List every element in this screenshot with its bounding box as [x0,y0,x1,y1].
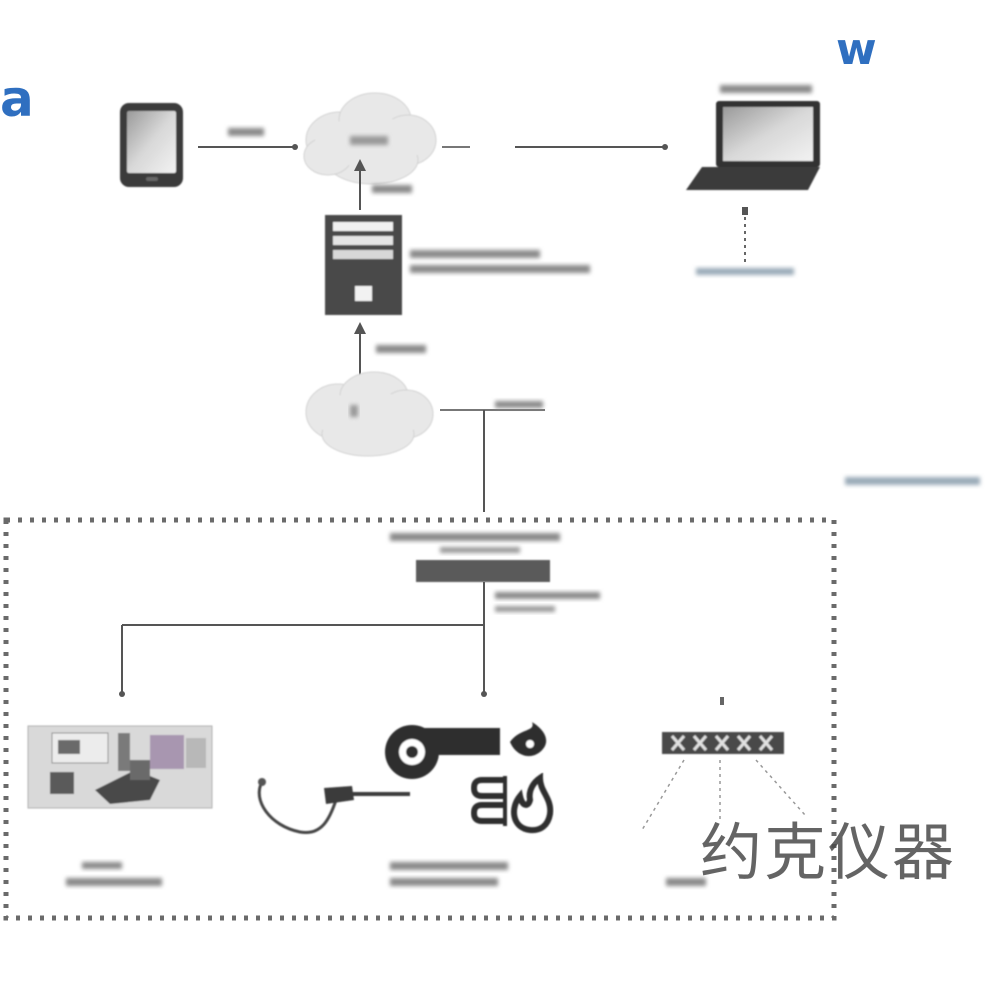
blurred-label [720,85,812,93]
flame-icon [511,772,554,834]
blurred-label [410,265,590,273]
connector-strip-1 [641,759,685,831]
watermark: 约克仪器 [700,816,957,889]
blurred-label [376,345,426,353]
blurred-label [350,136,388,145]
cloud-icon [305,371,434,457]
corner-letter-right: w [836,24,877,75]
gateway-bar-icon [416,560,550,582]
blurred-label [845,477,980,485]
blurred-label [440,547,520,553]
blurred-label [410,250,540,258]
laptop-icon [686,101,820,190]
blurred-label [696,268,794,275]
control-box-icon [27,725,213,809]
blower-icon [385,725,500,779]
blurred-label [390,533,560,541]
server-icon [325,215,402,315]
blurred-label [372,185,412,193]
blurred-label [66,878,162,886]
probe-sensor-icon [257,778,410,835]
blurred-label [390,862,508,870]
blurred-label [666,878,706,886]
tablet-icon [120,103,183,187]
heating-coil-icon [470,776,507,826]
blurred-label [495,606,555,612]
connector-strip-3 [755,759,806,816]
corner-letter-left: a [0,70,34,128]
terminal-strip-icon [662,732,784,754]
blurred-label [495,592,600,599]
blurred-label [390,878,498,886]
blurred-label [82,862,122,869]
blurred-label [495,401,543,408]
blurred-label [228,128,264,136]
flame-icon [510,722,547,757]
